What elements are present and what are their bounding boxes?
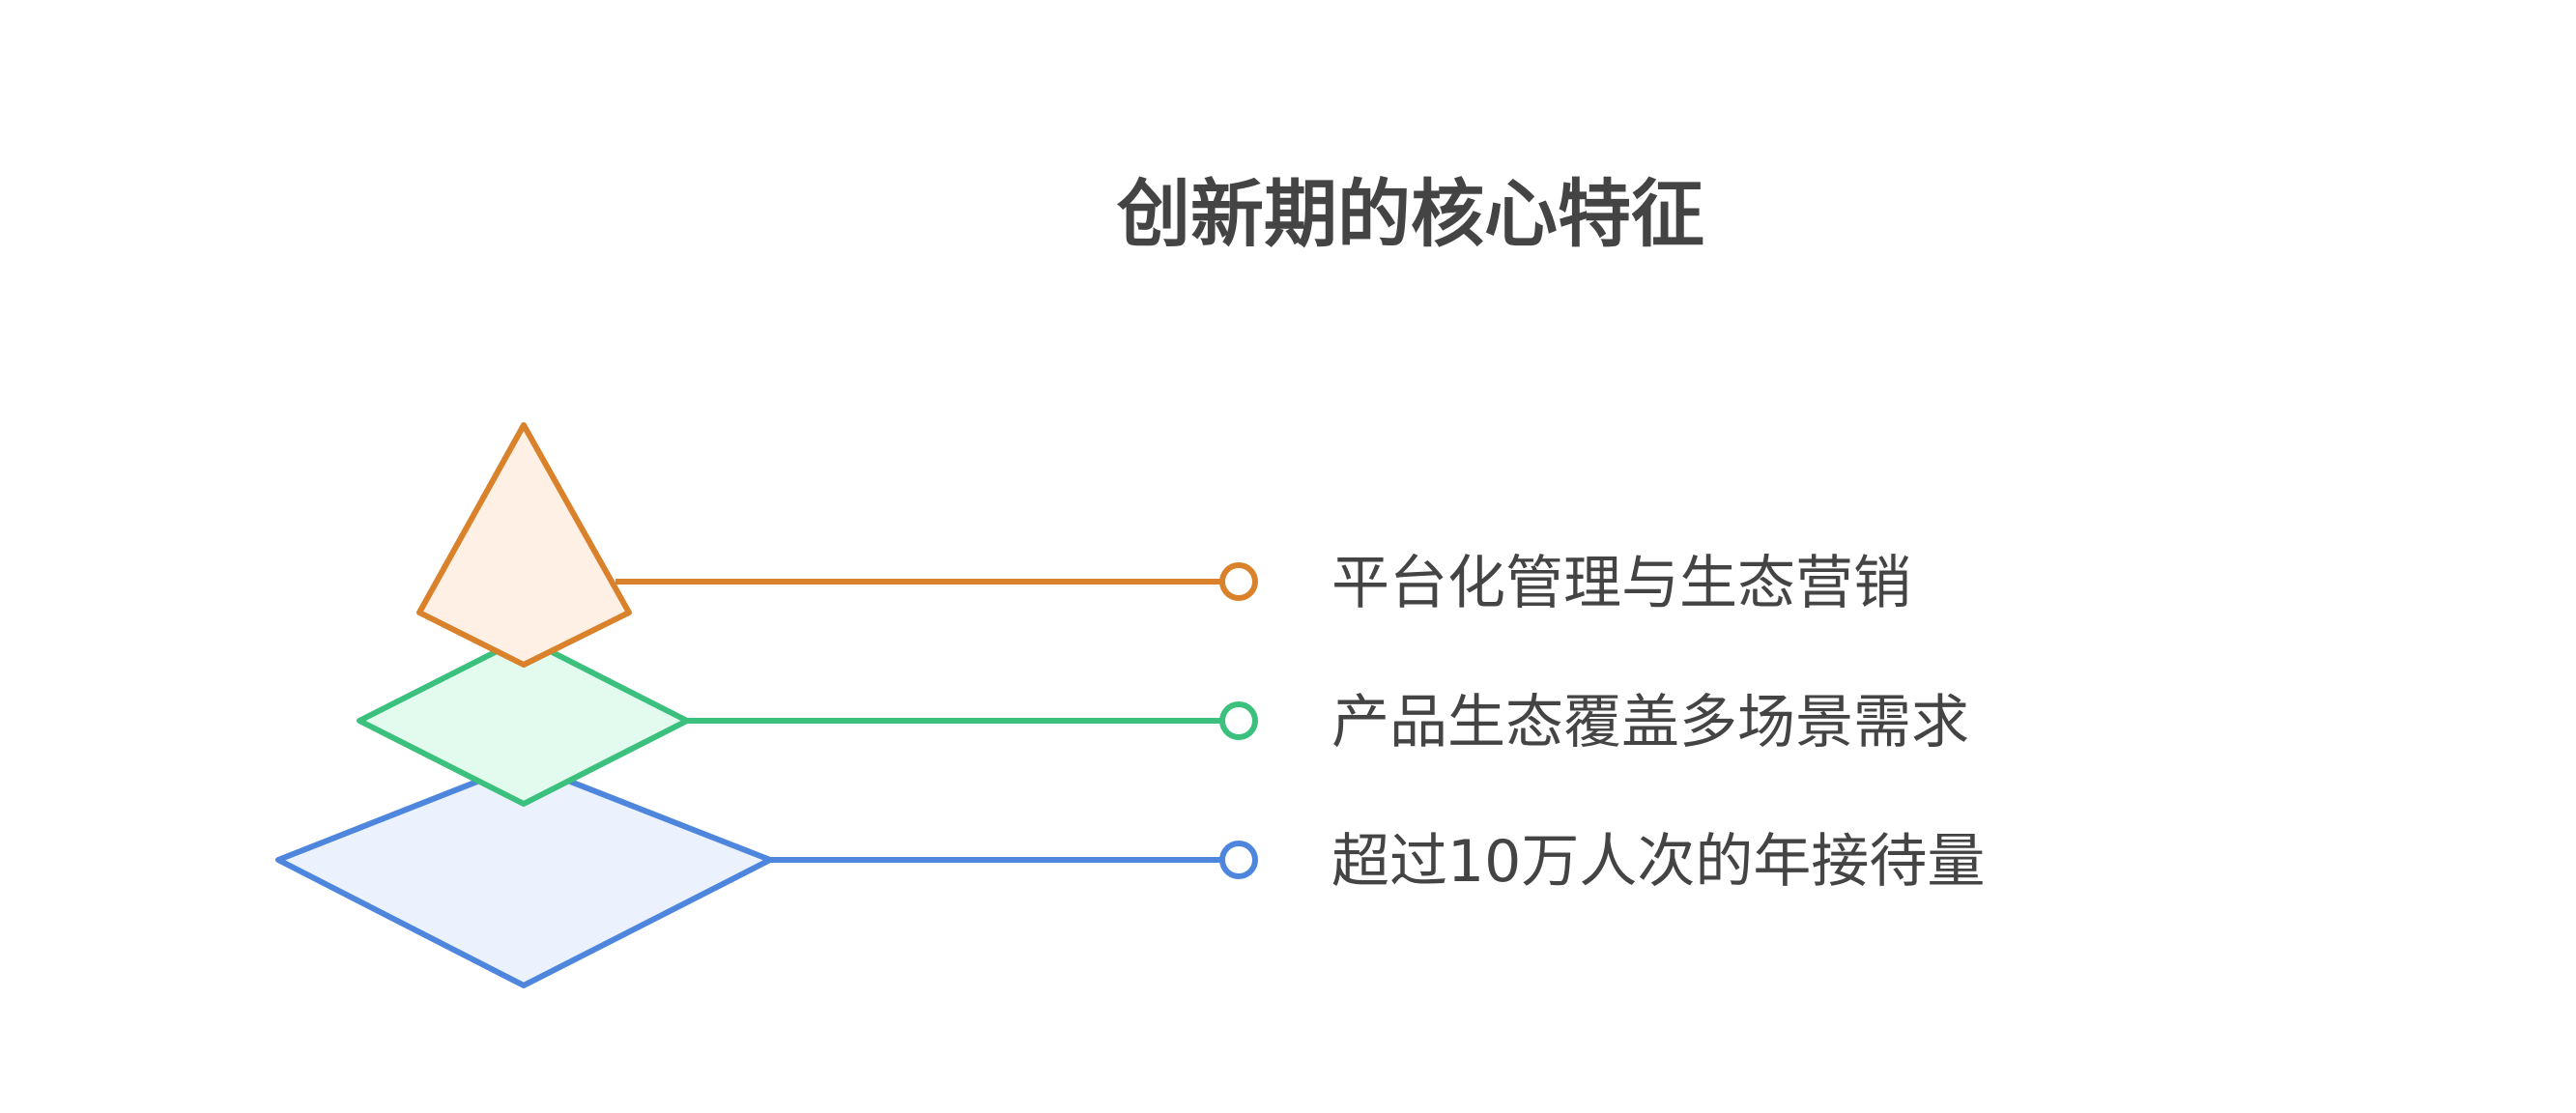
diagram-title: 创新期的核心特征 xyxy=(1117,171,1704,257)
layer-middle-endpoint xyxy=(1219,701,1258,740)
layer-middle-label: 产品生态覆盖多场景需求 xyxy=(1331,689,1969,756)
layer-top-pyramid xyxy=(416,422,632,668)
layer-top-label: 平台化管理与生态营销 xyxy=(1331,550,1911,617)
layer-top-endpoint xyxy=(1219,562,1258,601)
layer-top: 平台化管理与生态营销 xyxy=(416,422,1911,668)
layer-middle-diamond xyxy=(357,635,690,807)
layer-bottom-diamond xyxy=(275,760,773,988)
layer-bottom-endpoint xyxy=(1219,841,1258,879)
layer-middle: 产品生态覆盖多场景需求 xyxy=(357,635,1969,807)
layer-bottom-label: 超过10万人次的年接待量 xyxy=(1331,828,1985,896)
layer-bottom: 超过10万人次的年接待量 xyxy=(275,760,1985,988)
